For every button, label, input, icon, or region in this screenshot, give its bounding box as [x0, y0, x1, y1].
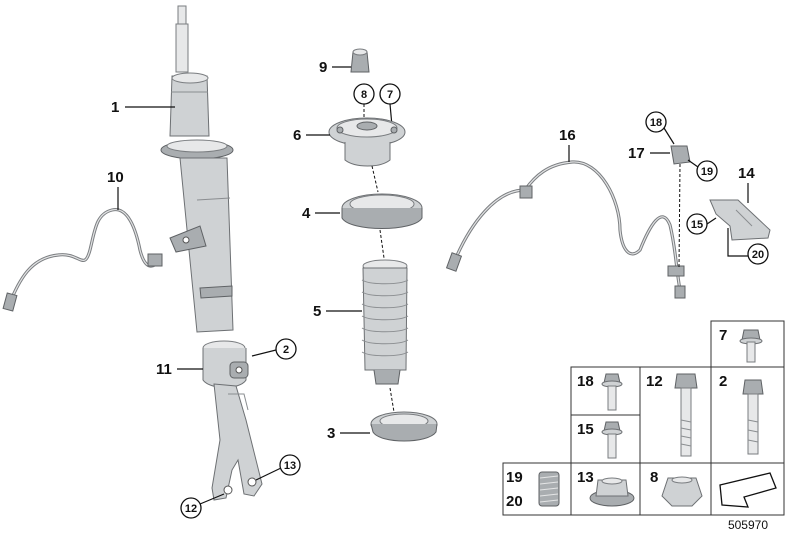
table-label-20: 20	[506, 493, 523, 510]
callout-12-label: 12	[185, 503, 197, 515]
shock-carrier-11[interactable]	[202, 340, 263, 501]
callout-9: 9	[319, 59, 351, 76]
callout-19: 19	[687, 159, 718, 182]
callout-17: 17	[628, 145, 670, 162]
screw-7[interactable]	[739, 329, 763, 363]
direction-arrow-icon	[719, 472, 777, 508]
callout-15: 15	[686, 213, 717, 235]
shock-absorber-1[interactable]	[160, 5, 234, 333]
callout-16: 16	[559, 127, 576, 162]
callout-12: 12	[180, 493, 225, 519]
bolt-12[interactable]	[674, 373, 698, 457]
table-label-12: 12	[646, 373, 663, 390]
table-label-7: 7	[719, 327, 727, 344]
table-label-15: 15	[577, 421, 594, 438]
callout-20: 20	[727, 228, 769, 265]
callout-8-label: 8	[361, 89, 367, 101]
callout-3: 3	[327, 425, 370, 442]
spring-pad-3[interactable]	[370, 411, 438, 442]
callout-6: 6	[293, 127, 330, 144]
callout-4-label: 4	[302, 205, 311, 222]
callout-1: 1	[111, 99, 175, 116]
callout-5-label: 5	[313, 303, 321, 320]
callout-4: 4	[302, 205, 340, 222]
support-bearing-4[interactable]	[341, 193, 423, 229]
callout-5: 5	[313, 303, 362, 320]
assembly-line-2	[379, 229, 385, 259]
callout-3-label: 3	[327, 425, 335, 442]
flange-nut-13[interactable]	[589, 477, 635, 507]
callout-14-label: 14	[738, 165, 755, 182]
hardware-table: 7 18 12 2 15 19 20 13 8	[502, 320, 785, 516]
callout-18-label: 18	[650, 117, 662, 129]
callout-17-label: 17	[628, 145, 645, 162]
dust-boot-5[interactable]	[361, 259, 409, 385]
table-label-18: 18	[577, 373, 594, 390]
protective-cap-9[interactable]	[350, 48, 370, 73]
callout-7: 7	[379, 83, 401, 127]
assembly-line	[371, 165, 379, 193]
wear-sensor-cable-10[interactable]	[2, 208, 163, 312]
callout-1-label: 1	[111, 99, 119, 116]
callout-14: 14	[738, 165, 755, 203]
cable-holder-17[interactable]	[670, 145, 691, 269]
screw-15[interactable]	[601, 421, 623, 459]
callout-11-label: 11	[156, 361, 172, 378]
bracket-14[interactable]	[709, 199, 771, 241]
callout-8: 8	[353, 83, 375, 120]
callout-19-label: 19	[701, 166, 713, 178]
callout-10: 10	[107, 169, 124, 210]
bolt-2[interactable]	[742, 379, 764, 455]
top-mount-6[interactable]	[328, 117, 406, 167]
callout-7-label: 7	[387, 89, 393, 101]
callout-20-label: 20	[752, 249, 764, 261]
sensor-cable-16[interactable]	[445, 160, 686, 299]
callout-15-label: 15	[691, 219, 703, 231]
nut-8[interactable]	[661, 476, 703, 507]
callout-13-label: 13	[284, 460, 296, 472]
callout-11: 11	[156, 361, 203, 378]
callout-13: 13	[255, 454, 301, 481]
callout-9-label: 9	[319, 59, 327, 76]
table-label-13: 13	[577, 469, 594, 486]
reference-number: 505970	[728, 518, 768, 532]
callout-6-label: 6	[293, 127, 301, 144]
callout-2: 2	[251, 338, 297, 360]
table-label-8: 8	[650, 469, 658, 486]
threaded-insert-19-20[interactable]	[538, 471, 560, 507]
callout-2-label: 2	[283, 344, 289, 356]
assembly-line-3	[389, 387, 395, 413]
callout-16-label: 16	[559, 127, 576, 144]
table-label-19: 19	[506, 469, 523, 486]
screw-18[interactable]	[601, 373, 623, 411]
table-label-2: 2	[719, 373, 727, 390]
callout-18: 18	[645, 111, 675, 145]
callout-10-label: 10	[107, 169, 124, 186]
